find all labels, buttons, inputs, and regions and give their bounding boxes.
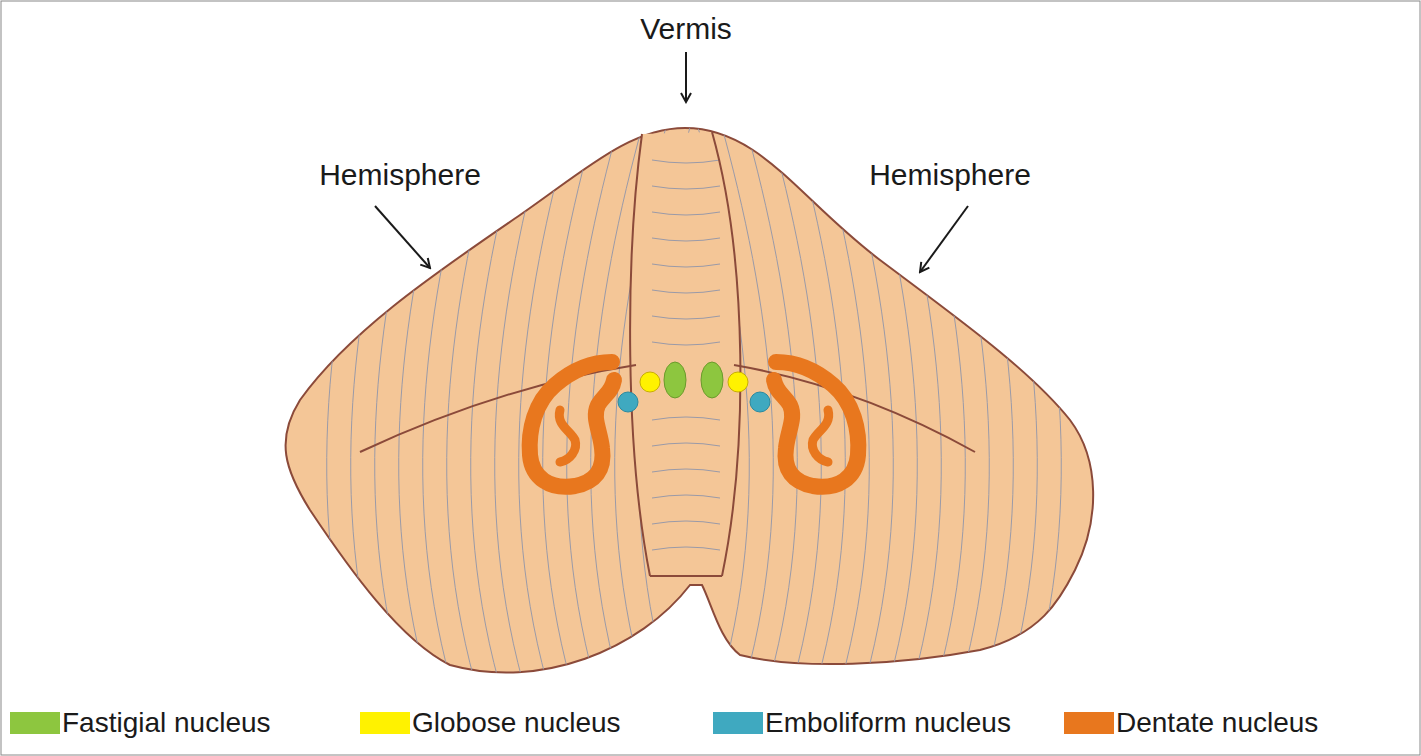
part-label: Vermis	[640, 12, 732, 45]
vermis-fill	[630, 132, 740, 576]
leader-arrow	[685, 52, 687, 102]
emboliform-nucleus	[750, 392, 770, 412]
legend-text: Fastigial nucleus	[62, 708, 271, 739]
globose-nucleus	[728, 372, 748, 392]
dentate-nucleus	[530, 362, 614, 487]
vermis-folia	[652, 160, 720, 550]
dentate-nucleus	[774, 362, 858, 487]
fastigial-nucleus	[664, 362, 686, 398]
vermis-border	[630, 134, 650, 576]
globose-nucleus	[640, 372, 660, 392]
legend-text: Emboliform nucleus	[765, 708, 1011, 739]
vermis-border	[650, 575, 722, 577]
vermis-border	[712, 132, 740, 576]
legend-text: Dentate nucleus	[1116, 708, 1318, 739]
fastigial-nucleus	[701, 362, 723, 398]
leader-arrow	[920, 206, 968, 272]
part-label: Hemisphere	[869, 158, 1031, 191]
part-label: Hemisphere	[319, 158, 481, 191]
leader-arrow	[375, 206, 430, 268]
legend-swatch	[360, 712, 410, 734]
legend-swatch	[10, 712, 60, 734]
legend-swatch	[713, 712, 763, 734]
legend-text: Globose nucleus	[412, 708, 621, 739]
folia-lines	[327, 120, 1062, 700]
cerebellum-outline	[286, 128, 1094, 673]
emboliform-nucleus	[618, 392, 638, 412]
legend-swatch	[1064, 712, 1114, 734]
